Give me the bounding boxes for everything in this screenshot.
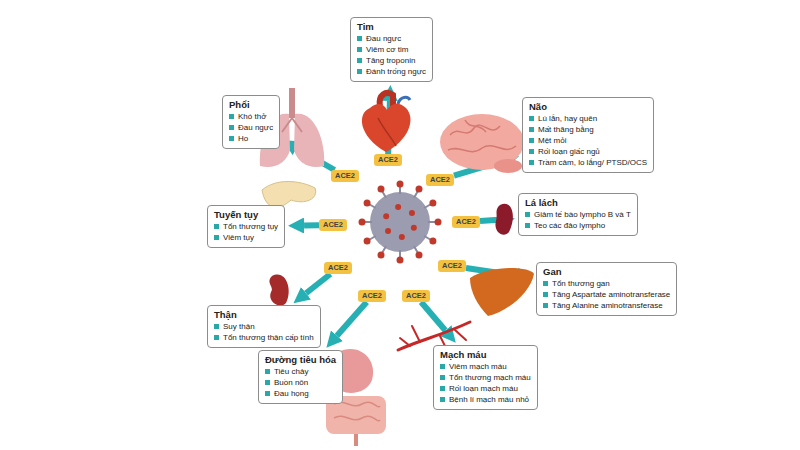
receptor-badge: ACE2 xyxy=(426,174,454,186)
receptor-badge: ACE2 xyxy=(402,290,430,302)
receptor-badge: ACE2 xyxy=(452,216,480,228)
organ-heading: Đường tiêu hóa xyxy=(265,354,336,366)
symptom-item: Lú lẫn, hay quên xyxy=(529,113,647,124)
symptom-item: Tăng troponin xyxy=(357,55,426,66)
symptom-item: Mất thăng bằng xyxy=(529,124,647,135)
symptom-item: Tiêu chảy xyxy=(265,366,336,377)
symptom-item: Suy thận xyxy=(214,321,314,332)
organ-box: GanTổn thương ganTăng Aspartate aminotra… xyxy=(536,262,677,316)
organ-heading: Mạch máu xyxy=(440,349,531,361)
virus-illustration xyxy=(359,181,442,264)
receptor-label: ACE2 xyxy=(328,263,348,273)
symptom-item: Ho xyxy=(229,133,273,144)
symptom-item: Tăng Alanine aminotransferase xyxy=(543,300,670,311)
receptor-label: ACE2 xyxy=(430,175,450,185)
organ-box: Lá láchGiảm tế bào lympho B và TTeo các … xyxy=(518,193,638,236)
symptom-item: Đau ngực xyxy=(357,33,426,44)
organ-box: PhổiKhó thởĐau ngựcHo xyxy=(222,95,280,149)
organ-heading: Não xyxy=(529,101,647,113)
spleen-illustration xyxy=(495,204,512,235)
symptom-item: Tăng Aspartate aminotransferase xyxy=(543,289,670,300)
virus-dot xyxy=(385,228,391,234)
virus-spike-tip xyxy=(359,219,366,226)
virus-spike-tip xyxy=(364,238,371,245)
brain-illustration xyxy=(440,114,524,173)
symptom-item: Tổn thương tụy xyxy=(214,221,278,232)
virus-dot xyxy=(409,210,415,216)
binding-arrow xyxy=(421,302,445,331)
organ-heading: Tuyến tụy xyxy=(214,209,278,221)
virus-dot xyxy=(383,213,389,219)
binding-arrow xyxy=(337,302,367,336)
symptom-item: Viêm cơ tim xyxy=(357,44,426,55)
symptom-item: Đau họng xyxy=(265,388,336,399)
virus-dot xyxy=(399,234,405,240)
pancreas-illustration xyxy=(262,182,316,208)
symptom-item: Buồn nôn xyxy=(265,377,336,388)
symptom-item: Teo các đảo lympho xyxy=(525,220,631,231)
symptom-item: Tổn thương thận cấp tính xyxy=(214,332,314,343)
receptor-badge: ACE2 xyxy=(374,154,402,166)
virus-dot xyxy=(411,225,417,231)
virus-spike-tip xyxy=(429,200,436,207)
receptor-badge: ACE2 xyxy=(438,260,466,272)
organ-heading: Lá lách xyxy=(525,197,631,209)
receptor-badge: ACE2 xyxy=(358,290,386,302)
symptom-item: Đau ngực xyxy=(229,122,273,133)
symptom-item: Khó thở xyxy=(229,111,273,122)
receptor-label: ACE2 xyxy=(456,217,476,227)
symptom-item: Tổn thương mạch máu xyxy=(440,372,531,383)
receptor-label: ACE2 xyxy=(406,291,426,301)
virus-spike-tip xyxy=(416,251,423,258)
virus-spike-tip xyxy=(364,200,371,207)
symptom-item: Giảm tế bào lympho B và T xyxy=(525,209,631,220)
virus-spike-tip xyxy=(397,257,404,264)
virus-dot xyxy=(395,204,401,210)
symptom-item: Mệt mỏi xyxy=(529,135,647,146)
receptor-label: ACE2 xyxy=(362,291,382,301)
symptom-item: Rối loạn giấc ngủ xyxy=(529,146,647,157)
symptom-item: Viêm mạch máu xyxy=(440,361,531,372)
virus-spike-tip xyxy=(435,219,442,226)
heart-illustration xyxy=(362,93,411,152)
virus-spike-tip xyxy=(378,186,385,193)
virus-spike-tip xyxy=(429,238,436,245)
organ-heading: Thận xyxy=(214,309,314,321)
organ-box: ThậnSuy thậnTổn thương thận cấp tính xyxy=(207,305,321,348)
virus-spike-tip xyxy=(416,186,423,193)
binding-arrow xyxy=(304,222,319,228)
organ-box: Tuyến tụyTổn thương tụyViêm tụy xyxy=(207,205,285,248)
symptom-item: Bệnh lí mạch máu nhỏ xyxy=(440,394,531,405)
organ-box: TimĐau ngựcViêm cơ timTăng troponinĐánh … xyxy=(350,17,433,82)
receptor-label: ACE2 xyxy=(442,261,462,271)
symptom-item: Tổn thương gan xyxy=(543,278,670,289)
organ-box: Đường tiêu hóaTiêu chảyBuồn nônĐau họng xyxy=(258,350,343,404)
organ-box: Mạch máuViêm mạch máuTổn thương mạch máu… xyxy=(433,345,538,410)
receptor-badge: ACE2 xyxy=(331,170,359,182)
receptor-label: ACE2 xyxy=(378,155,398,165)
symptom-item: Đánh trống ngực xyxy=(357,66,426,77)
organ-heading: Phổi xyxy=(229,99,273,111)
virus-spike-tip xyxy=(378,251,385,258)
symptom-item: Viêm tụy xyxy=(214,232,278,243)
organ-heading: Tim xyxy=(357,21,426,33)
receptor-badge: ACE2 xyxy=(324,262,352,274)
symptom-item: Rối loạn mạch máu xyxy=(440,383,531,394)
virus-spike-tip xyxy=(397,181,404,188)
receptor-label: ACE2 xyxy=(323,220,343,230)
organ-box: NãoLú lẫn, hay quênMất thăng bằngMệt mỏi… xyxy=(522,97,654,173)
receptor-label: ACE2 xyxy=(335,171,355,181)
symptom-item: Trầm cảm, lo lắng/ PTSD/OCS xyxy=(529,157,647,168)
receptor-badge: ACE2 xyxy=(319,219,347,231)
kidney-illustration xyxy=(269,275,288,306)
organ-heading: Gan xyxy=(543,266,670,278)
binding-arrow xyxy=(306,274,330,293)
liver-illustration xyxy=(470,268,534,316)
